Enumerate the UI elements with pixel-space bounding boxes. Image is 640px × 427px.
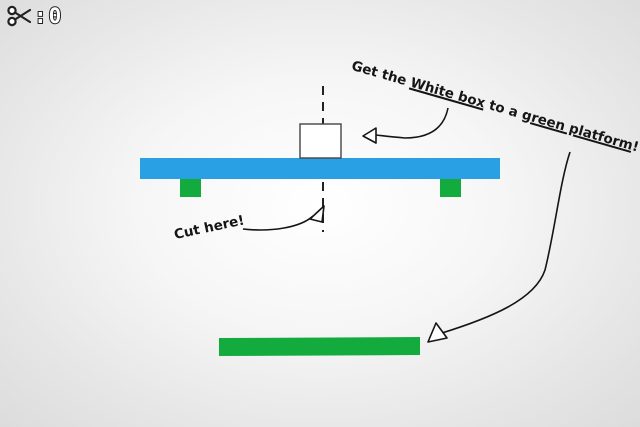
arrow-to-cut-line: [242, 215, 314, 231]
arrow-to-platform: [441, 151, 571, 334]
cut-counter: : 0: [6, 3, 63, 29]
blue-beam[interactable]: [140, 158, 500, 179]
green-support-right: [440, 179, 461, 197]
arrow-head-platform: [427, 322, 448, 343]
arrow-head-cut-line: [309, 205, 325, 223]
green-support-left: [180, 179, 201, 197]
arrow-to-white-box: [375, 107, 449, 139]
scissors-icon: [7, 5, 32, 27]
arrow-head-white-box: [362, 127, 377, 144]
cut-separator: :: [33, 3, 48, 29]
green-target-platform: [219, 337, 420, 356]
white-box[interactable]: [299, 123, 342, 159]
cut-count: 0: [48, 3, 63, 29]
